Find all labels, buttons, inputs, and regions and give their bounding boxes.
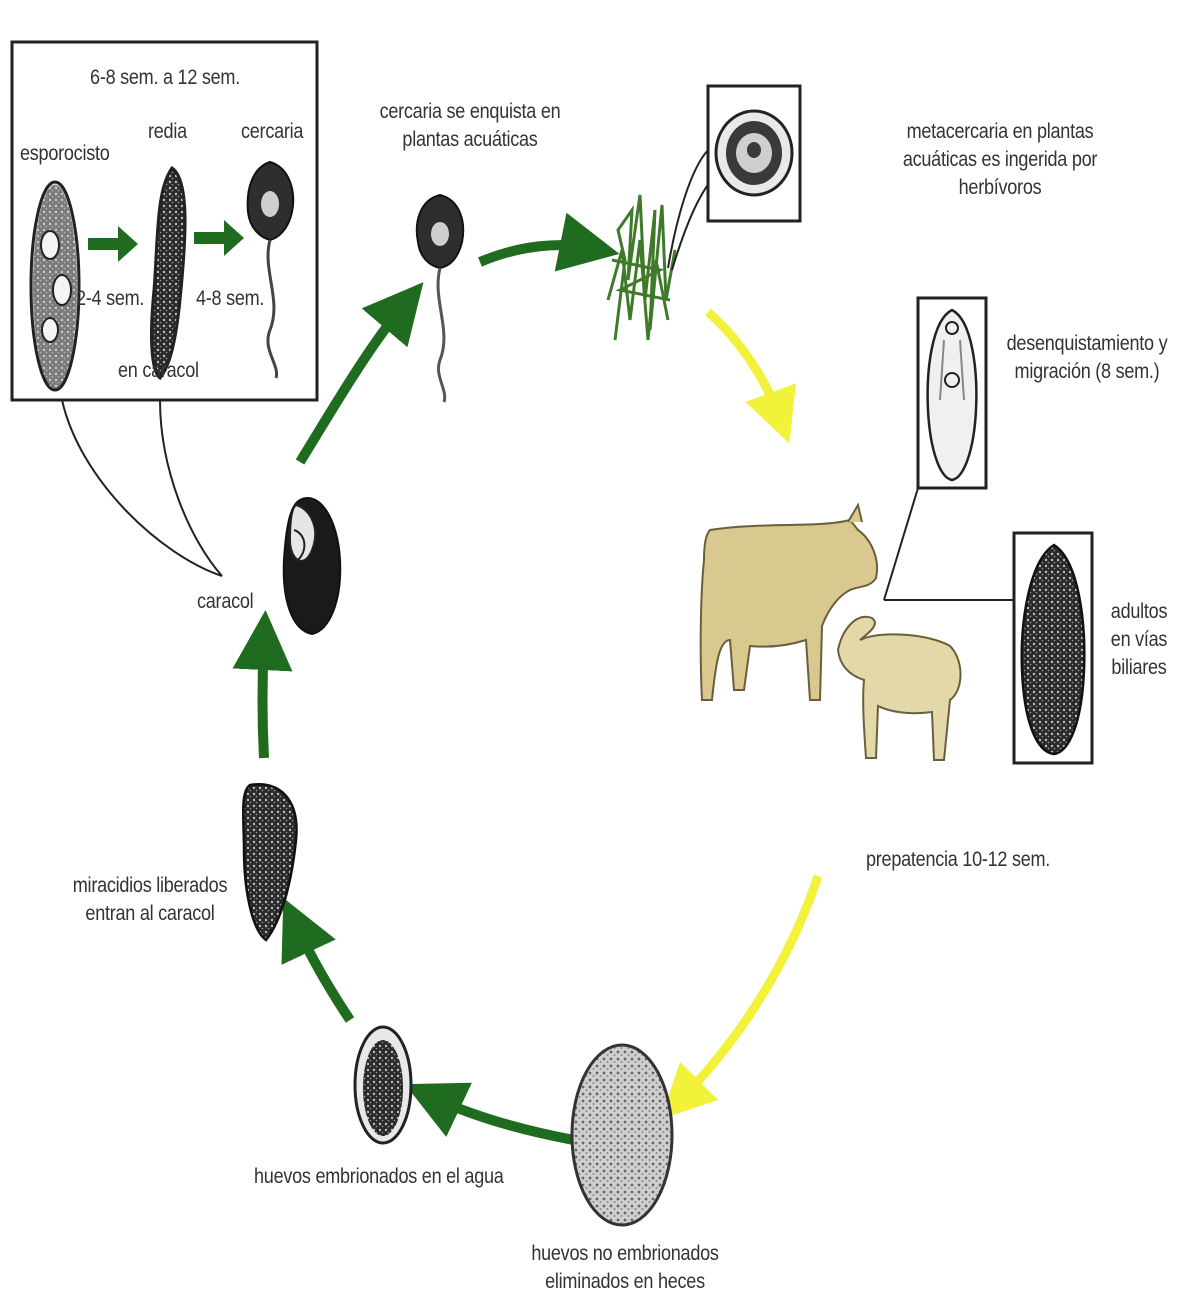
unembryonated-egg-illustration [572,1045,672,1225]
arrow-miracidios-to-caracol [263,640,265,758]
cercaria-box-label: cercaria [241,118,303,146]
juvenile-fluke-illustration [928,310,977,480]
prepatencia-label: prepatencia 10-12 sem. [866,846,1050,874]
huevos-embrionados-label: huevos embrionados en el agua [254,1163,504,1191]
desenquistamiento-caption-line2: migración (8 sem.) [1005,358,1168,386]
en-caracol-label: en caracol [118,357,199,385]
miracidios-caption-line2: entran al caracol [64,900,236,928]
connector-plants-to-metacercaria-2 [672,182,710,270]
metacercaria-illustration [716,111,792,195]
esporocisto-illustration [31,182,79,390]
adultos-caption-line3: biliares [1105,654,1172,682]
esporocisto-label: esporocisto [20,140,110,168]
desenquistamiento-caption: desenquistamiento y migración (8 sem.) [1005,330,1168,386]
miracidios-caption-line1: miracidios liberados [64,872,236,900]
interval-1-label: 2-4 sem. [76,285,144,313]
metacercaria-caption-line2: acuáticas es ingerida por herbívoros [862,146,1137,202]
cercaria-caption-line2: plantas acuáticas [367,126,573,154]
connector-box-to-caracol-1 [62,400,222,576]
embryonated-egg-illustration [355,1027,411,1143]
snail-illustration [284,498,340,634]
adultos-caption: adultos en vías biliares [1105,598,1172,682]
desenquistamiento-caption-line1: desenquistamiento y [1005,330,1168,358]
interval-2-label: 4-8 sem. [196,285,264,313]
metacercaria-caption-line1: metacercaria en plantas [862,118,1137,146]
snail-duration-label: 6-8 sem. a 12 sem. [75,64,256,92]
arrow-plants-to-host [708,312,780,418]
arrow-host-to-huevos [680,876,818,1100]
huevos-no-embrionados-caption: huevos no embrionados eliminados en hece… [518,1240,733,1296]
adultos-caption-line2: en vías [1105,626,1172,654]
miracidium-illustration [243,784,296,940]
arrow-cercaria-to-plants [480,245,590,262]
cercaria-caption-line1: cercaria se enquista en [367,98,573,126]
caracol-label: caracol [197,588,253,616]
huevos-no-embrionados-line1: huevos no embrionados [518,1240,733,1268]
metacercaria-caption: metacercaria en plantas acuáticas es ing… [862,118,1137,202]
adultos-caption-line1: adultos [1105,598,1172,626]
connector-box-to-caracol-2 [160,400,222,576]
arrow-huevo-no-emb-to-emb [432,1097,574,1140]
cercaria-illustration [417,195,463,402]
miracidios-caption: miracidios liberados entran al caracol [64,872,236,928]
redia-label: redia [148,118,187,146]
aquatic-plants-illustration [608,195,675,340]
arrow-huevos-to-miracidios [296,925,350,1020]
cercaria-caption: cercaria se enquista en plantas acuática… [367,98,573,154]
connector-host-to-desenquistamiento [884,488,918,600]
sheep-illustration [838,617,961,760]
huevos-no-embrionados-line2: eliminados en heces [518,1268,733,1296]
